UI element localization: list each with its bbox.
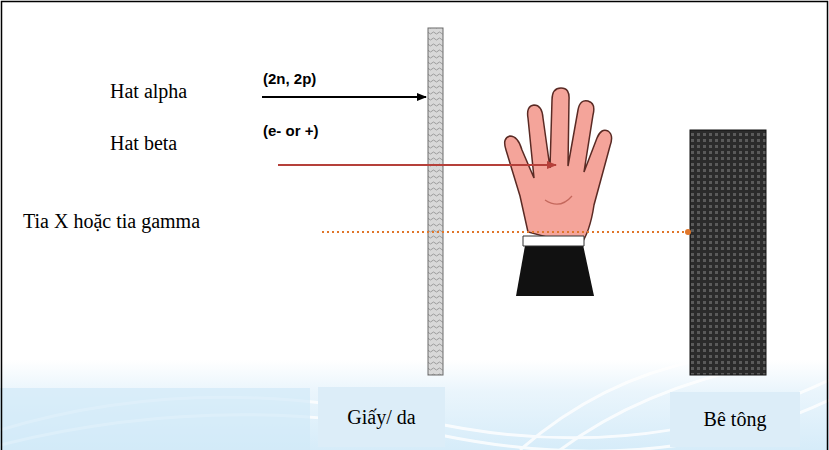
gamma-ray — [322, 231, 688, 233]
paper-sheet — [428, 28, 443, 375]
particle-name: Hat alpha — [110, 80, 187, 103]
particle-composition: (2n, 2p) — [263, 70, 316, 87]
beta-arrow — [278, 164, 556, 166]
particle-name: Hat beta — [110, 132, 177, 155]
alpha-arrow — [262, 96, 426, 98]
material-label-box: Giấy/ da — [318, 387, 445, 447]
gamma-end — [685, 229, 691, 235]
concrete-block — [690, 130, 766, 375]
sleeve — [516, 240, 594, 296]
material-name: Bê tông — [704, 408, 767, 431]
particle-composition: (e- or +) — [263, 122, 318, 139]
hand — [505, 88, 612, 296]
blue-panel — [0, 388, 310, 450]
ray-name: Tia X hoặc tia gamma — [23, 210, 200, 233]
material-name: Giấy/ da — [347, 406, 415, 429]
material-label-box: Bê tông — [670, 392, 800, 447]
